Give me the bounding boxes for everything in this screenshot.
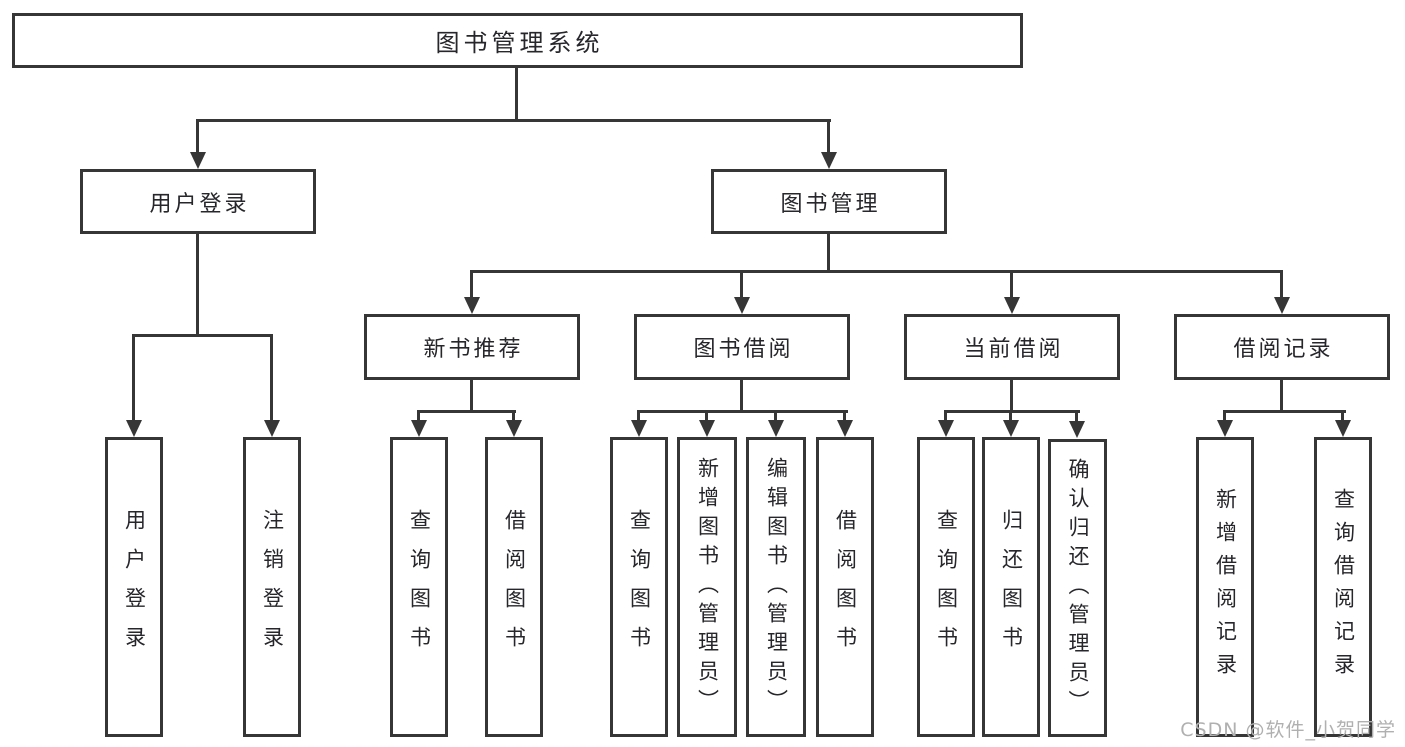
node-borrow-record: 借阅记录	[1174, 314, 1390, 380]
connector-group3-hline	[637, 410, 848, 413]
node-new-book-rec-label: 新书推荐	[423, 337, 524, 362]
node-book-borrow-label: 图书借阅	[693, 337, 794, 362]
connector-stem-user-login	[196, 121, 199, 153]
node-borrow-record-label: 借阅记录	[1233, 337, 1334, 362]
node-leaf-bb-borrow-label: 借阅图书	[833, 509, 858, 665]
arrow-down-icon-leaf-bb-borrow	[837, 420, 853, 437]
node-book-mgmt-label: 图书管理	[780, 191, 881, 217]
node-leaf-br-add-label: 新增借阅记录	[1213, 488, 1238, 686]
node-leaf-bb-query: 查询图书	[610, 437, 668, 737]
arrow-down-icon-leaf-bb-query	[631, 420, 647, 437]
arrow-down-icon-leaf-br-add	[1217, 420, 1233, 437]
arrow-down-icon-leaf-logout	[264, 420, 280, 437]
connector-group2-hline	[417, 410, 516, 413]
connector-book-mgmt-trunk	[827, 233, 830, 273]
node-leaf-rec-query: 查询图书	[390, 437, 448, 737]
connector-level3-hline	[470, 270, 1283, 273]
connector-group1-hline	[132, 334, 273, 337]
node-leaf-rec-borrow: 借阅图书	[485, 437, 543, 737]
connector-stem-leaf-bb-query	[637, 412, 640, 421]
node-root: 图书管理系统	[12, 13, 1023, 68]
node-leaf-bb-query-label: 查询图书	[627, 509, 652, 665]
connector-stem-leaf-cb-confirm	[1075, 412, 1078, 421]
connector-stem-leaf-cb-return	[1009, 412, 1012, 421]
node-leaf-cb-return: 归还图书	[982, 437, 1040, 737]
csdn-watermark: CSDN @软件_小贺同学	[1180, 719, 1396, 741]
node-leaf-bb-add: 新增图书（管理员）	[677, 437, 737, 737]
connector-stem-leaf-br-add	[1223, 412, 1226, 421]
connector-group4-hline	[944, 410, 1080, 413]
arrow-down-icon-borrow-record	[1274, 297, 1290, 314]
node-leaf-br-query: 查询借阅记录	[1314, 437, 1372, 737]
node-user-login: 用户登录	[80, 169, 316, 234]
arrow-down-icon-new-book-rec	[464, 297, 480, 314]
node-new-book-rec: 新书推荐	[364, 314, 580, 380]
arrow-down-icon-book-mgmt	[821, 152, 837, 169]
connector-user-login-trunk	[196, 233, 199, 337]
connector-root-trunk	[515, 67, 518, 121]
connector-stem-borrow-record	[1280, 272, 1283, 298]
arrow-down-icon-leaf-rec-borrow	[506, 420, 522, 437]
arrow-down-icon-leaf-bb-edit	[768, 420, 784, 437]
node-leaf-rec-borrow-label: 借阅图书	[502, 509, 527, 665]
connector-stem-leaf-bb-edit	[774, 412, 777, 421]
arrow-down-icon-leaf-user-login	[126, 420, 142, 437]
node-root-label: 图书管理系统	[435, 29, 604, 57]
node-leaf-cb-query: 查询图书	[917, 437, 975, 737]
connector-stem-leaf-logout	[270, 336, 273, 422]
connector-current-borrow-trunk	[1010, 380, 1013, 412]
arrow-down-icon-leaf-cb-query	[938, 420, 954, 437]
connector-stem-new-book-rec	[470, 272, 473, 298]
connector-stem-leaf-rec-query	[417, 412, 420, 421]
node-current-borrow: 当前借阅	[904, 314, 1120, 380]
connector-stem-book-mgmt	[827, 121, 830, 153]
connector-level2-hline	[196, 119, 831, 122]
node-leaf-bb-borrow: 借阅图书	[816, 437, 874, 737]
connector-new-book-rec-trunk	[470, 380, 473, 412]
node-current-borrow-label: 当前借阅	[963, 337, 1064, 362]
node-leaf-cb-return-label: 归还图书	[999, 509, 1024, 665]
connector-stem-leaf-bb-add	[705, 412, 708, 421]
node-leaf-user-login: 用户登录	[105, 437, 163, 737]
connector-stem-current-borrow	[1010, 272, 1013, 298]
arrow-down-icon-book-borrow	[734, 297, 750, 314]
arrow-down-icon-leaf-cb-return	[1003, 420, 1019, 437]
connector-stem-leaf-cb-query	[944, 412, 947, 421]
node-leaf-logout-label: 注销登录	[260, 509, 285, 665]
connector-stem-leaf-br-query	[1341, 412, 1344, 421]
arrow-down-icon-leaf-br-query	[1335, 420, 1351, 437]
node-leaf-cb-confirm: 确认归还（管理员）	[1048, 439, 1107, 737]
arrow-down-icon-leaf-cb-confirm	[1069, 421, 1085, 438]
arrow-down-icon-current-borrow	[1004, 297, 1020, 314]
arrow-down-icon-leaf-bb-add	[699, 420, 715, 437]
node-leaf-logout: 注销登录	[243, 437, 301, 737]
node-leaf-cb-query-label: 查询图书	[934, 509, 959, 665]
node-book-mgmt: 图书管理	[711, 169, 947, 234]
connector-stem-leaf-rec-borrow	[512, 412, 515, 421]
connector-borrow-record-trunk	[1280, 380, 1283, 412]
node-book-borrow: 图书借阅	[634, 314, 850, 380]
connector-group5-hline	[1223, 410, 1346, 413]
node-leaf-bb-edit-label: 编辑图书（管理员）	[764, 456, 789, 718]
node-leaf-bb-add-label: 新增图书（管理员）	[695, 456, 720, 718]
connector-book-borrow-trunk	[740, 380, 743, 412]
node-leaf-br-add: 新增借阅记录	[1196, 437, 1254, 737]
connector-stem-book-borrow	[740, 272, 743, 298]
arrow-down-icon-user-login	[190, 152, 206, 169]
node-leaf-br-query-label: 查询借阅记录	[1331, 488, 1356, 686]
node-leaf-bb-edit: 编辑图书（管理员）	[746, 437, 806, 737]
arrow-down-icon-leaf-rec-query	[411, 420, 427, 437]
node-user-login-label: 用户登录	[149, 191, 250, 217]
connector-stem-leaf-bb-borrow	[843, 412, 846, 421]
node-leaf-cb-confirm-label: 确认归还（管理员）	[1066, 457, 1090, 719]
connector-stem-leaf-user-login	[132, 336, 135, 422]
node-leaf-user-login-label: 用户登录	[122, 509, 147, 665]
node-leaf-rec-query-label: 查询图书	[407, 509, 432, 665]
